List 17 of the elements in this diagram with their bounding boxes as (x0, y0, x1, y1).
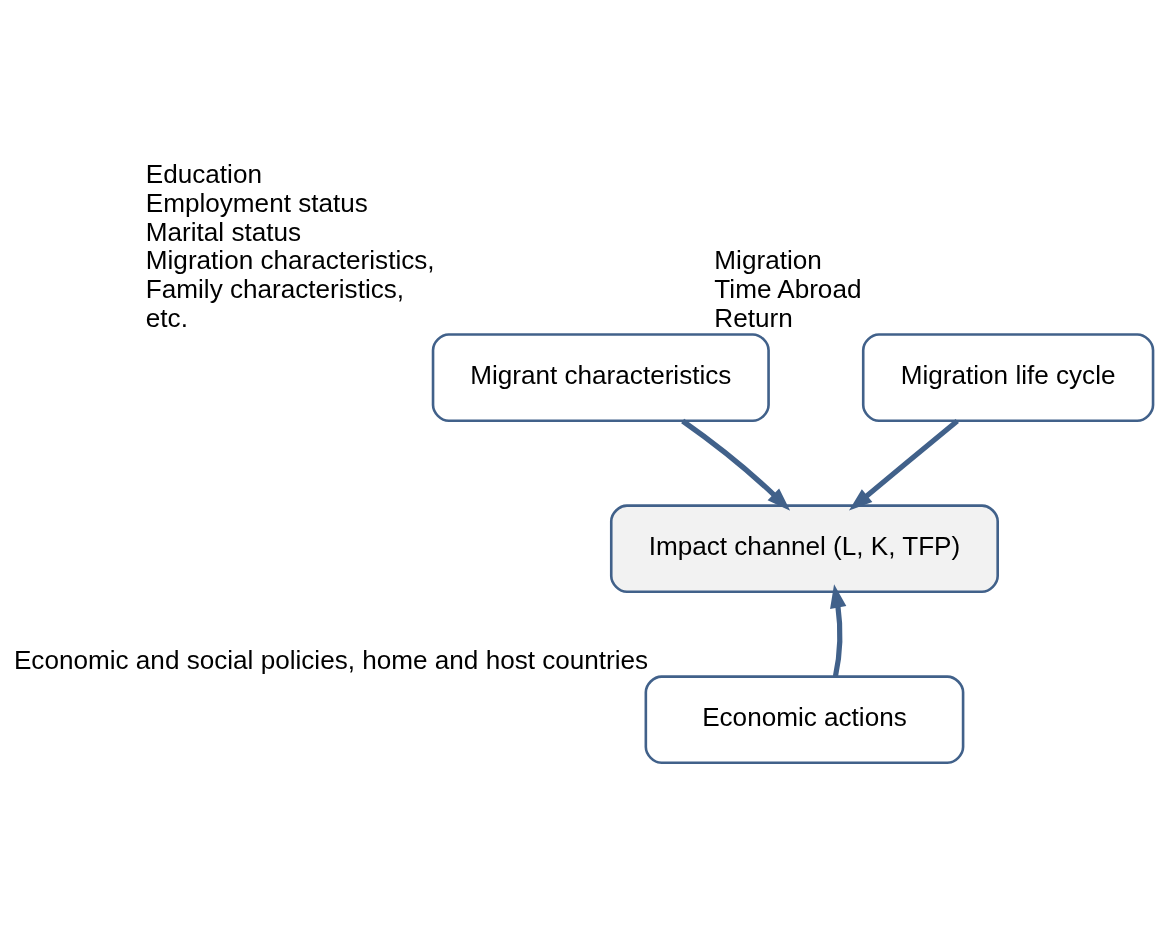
node-label: Migration (714, 245, 822, 276)
node-label: Return (714, 302, 793, 333)
node-label: Family characteristics, (145, 274, 405, 304)
arrow (848, 419, 959, 511)
node-box: Economic actions (644, 675, 965, 765)
node-box: Impact channel (L, K, TFP) (609, 504, 999, 594)
node-label: Marital status (145, 216, 302, 247)
node-label: Migration characteristics, (145, 245, 435, 276)
node-label: Employment status (145, 187, 368, 218)
node-label: etc. (145, 302, 188, 333)
node-label: Time Abroad (714, 274, 862, 304)
arrow (830, 584, 847, 677)
node-label: Education (145, 159, 262, 190)
arrow (681, 418, 791, 511)
node-box: Migration life cycle (861, 333, 1155, 423)
node-label: Economic and social policies, home and host countries (13, 644, 649, 675)
node-box: Migrant characteristics (431, 333, 770, 423)
